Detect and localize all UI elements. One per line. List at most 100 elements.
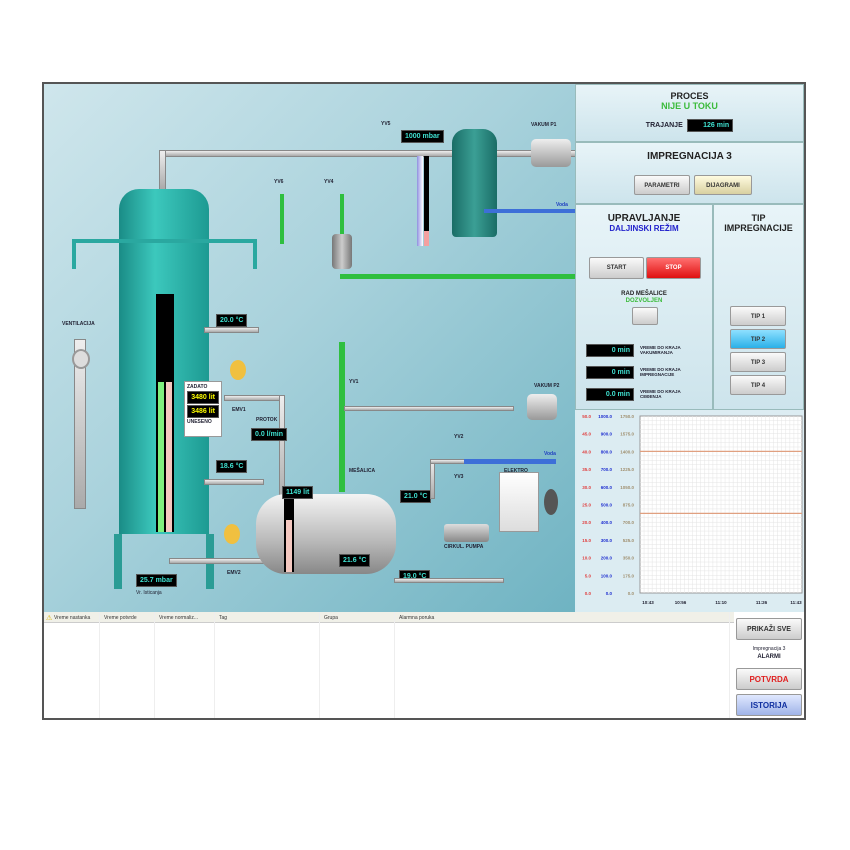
yv3-label[interactable]: YV3 [454,474,464,480]
ventilacija-label: VENTILACIJA [62,321,95,327]
vacuum-display: 1000 mbar [401,130,444,143]
dijagrami-button[interactable]: DIJAGRAMI [694,175,752,195]
y-tick-label: 0.0 [585,591,592,596]
alarm-table-header [44,612,734,623]
emv1-pipe [224,395,284,401]
start-button[interactable]: START [589,257,644,279]
y-tick-label: 1750.0 [620,414,634,419]
prikazi-sve-button[interactable]: PRIKAŽI SVE [736,618,802,640]
tip-2-button[interactable]: TIP 2 [730,329,786,349]
vacuum-pipe-down [159,150,166,190]
alarm-column [215,612,320,718]
y-tick-label: 10.0 [582,556,591,561]
y-tick-label: 700.0 [601,467,613,472]
y-tick-label: 0.0 [628,591,635,596]
alarm-column [100,612,155,718]
lamp-emv1-icon [230,360,246,380]
uneseno-display: 3486 lit [187,405,219,418]
y-tick-label: 800.0 [601,449,613,454]
yv5-label[interactable]: YV5 [381,121,391,127]
emv1-label: EMV1 [232,407,246,413]
ventilation-fan-icon[interactable] [72,349,90,369]
vacuum-receiver-tank [452,129,497,237]
vakum-p2-label: VAKUM P2 [534,383,560,389]
x-tick-label: 10:43 [642,600,654,605]
mixer-tank [256,494,396,574]
y-tick-label: 5.0 [585,573,592,578]
alarm-column-header[interactable]: Vreme potvrde [104,615,137,621]
green-vacuum-line [339,342,345,492]
alarm-column [395,612,730,718]
yv6-label[interactable]: YV6 [274,179,284,185]
alarm-buttons: PRIKAŽI SVE Impregnacija 3 ALARMI POTVRD… [734,612,804,718]
tip-3-button[interactable]: TIP 3 [730,352,786,372]
zadato-display: 3480 lit [187,391,219,404]
alarm-column [155,612,215,718]
voda-label-2: Voda [544,451,556,457]
timer-vakumiranje: 0 min [586,343,634,357]
y-tick-label: 40.0 [582,449,591,454]
elektro-label: ELEKTRO [504,468,528,474]
temp-top-display: 20.0 °C [216,314,248,327]
y-tick-label: 20.0 [582,520,591,525]
tip-1-button[interactable]: TIP 1 [730,306,786,326]
yv2-label[interactable]: YV2 [454,434,464,440]
temp-mid-display: 18.6 °C [216,460,248,473]
column-level-bar [156,294,174,532]
alarm-column-header[interactable]: Vreme normaliz... [159,615,198,621]
green-bottom-line [340,274,575,279]
alarm-column-header[interactable]: Vreme nastanka [54,615,91,621]
tip-section: TIP IMPREGNACIJE TIP 1 TIP 2 TIP 3 TIP 4 [713,204,804,410]
water-pipe [464,459,556,464]
out-pipe [430,459,435,499]
volume-box: ZADATO 3480 lit 3486 lit UNESENO [184,381,222,437]
x-tick-label: 11:26 [756,600,768,605]
potvrda-button[interactable]: POTVRDA [736,668,802,690]
vakum-p2-pump-icon[interactable] [527,394,557,420]
y-tick-label: 350.0 [623,556,635,561]
y-tick-label: 25.0 [582,503,591,508]
vakum-p1-pump-icon[interactable] [531,139,571,167]
y-tick-label: 15.0 [582,538,591,543]
y-tick-label: 0.0 [606,591,613,596]
y-tick-label: 500.0 [601,503,613,508]
process-status-panel: PROCES NIJE U TOKU TRAJANJE 126 min [575,84,804,142]
ventilation-pipe [74,339,86,509]
return-pipe [394,578,504,583]
circulation-pump-icon[interactable] [444,524,489,542]
alarm-column [320,612,395,718]
x-tick-label: 11:43 [790,600,802,605]
vacuum-gauge [399,156,429,246]
mixer-toggle-button[interactable] [632,307,658,325]
mode-status: DALJINSKI REŽIM [609,224,679,233]
expansion-vessel [544,489,558,515]
alarm-column-header[interactable]: Grupa [324,615,338,621]
voda-label-1: Voda [556,202,568,208]
istorija-button[interactable]: ISTORIJA [736,694,802,716]
alarm-column-header[interactable]: Tag [219,615,228,621]
y-tick-label: 30.0 [582,485,591,490]
yv1-label[interactable]: YV1 [349,379,359,385]
y-tick-label: 175.0 [623,573,635,578]
y-tick-label: 1050.0 [620,485,634,490]
protok-display: 0.0 l/min [251,428,288,441]
cirk-pumpa-label: CIRKUL. PUMPA [444,544,484,550]
emv2-label: EMV2 [227,570,241,576]
outlet-pipe [204,479,264,485]
alarm-column-header[interactable]: Alarmna poruka [399,615,435,621]
y-tick-label: 600.0 [601,485,613,490]
y-tick-label: 900.0 [601,432,613,437]
y-tick-label: 1225.0 [620,467,634,472]
timer-impregnacija: 0 min [586,365,634,379]
mixer-level-bar [284,498,294,572]
page-title: IMPREGNACIJA 3 [647,151,732,162]
parametri-button[interactable]: PARAMETRI [634,175,690,195]
lamp-emv2-icon [224,524,240,544]
yv4-label[interactable]: YV4 [324,179,334,185]
stop-button[interactable]: STOP [646,257,701,279]
control-section: UPRAVLJANJE DALJINSKI REŽIM START STOP R… [575,204,713,410]
tip-4-button[interactable]: TIP 4 [730,375,786,395]
